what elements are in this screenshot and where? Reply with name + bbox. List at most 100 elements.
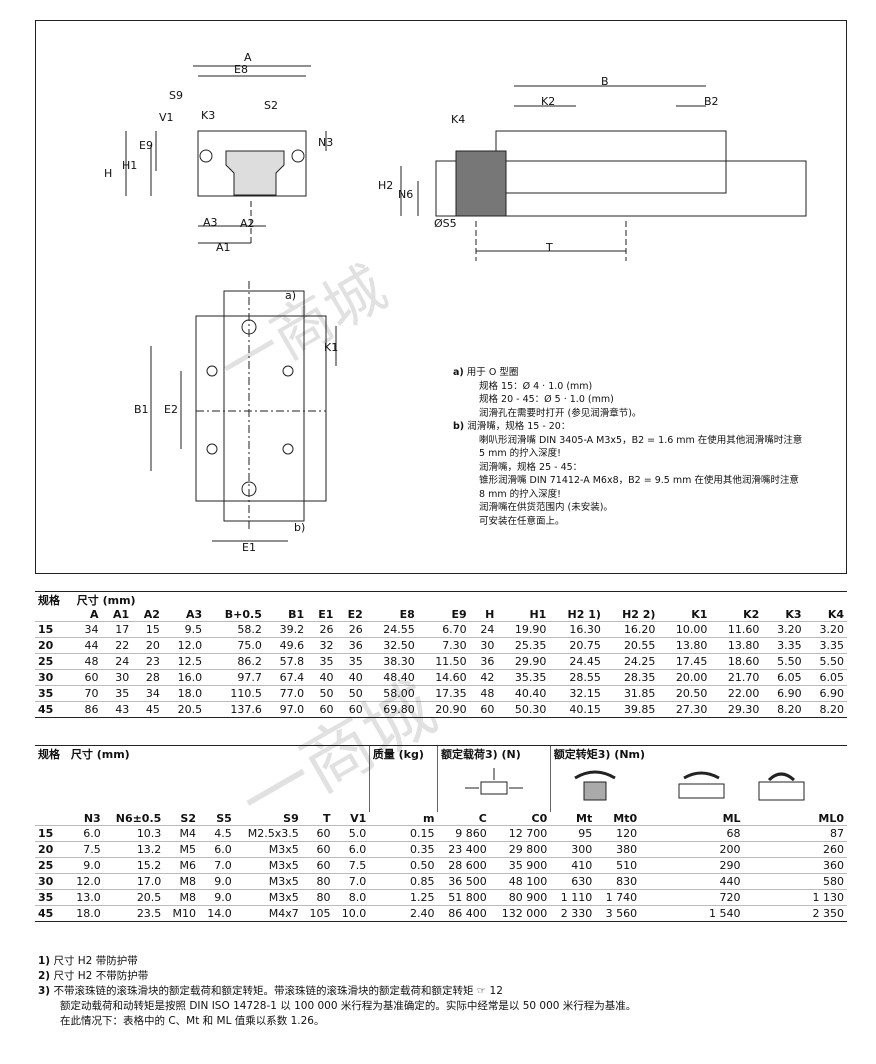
table2-header: 规格 尺寸 (mm) 质量 (kg) 额定载荷3) (N) 额定转矩3) (Nm…: [35, 745, 847, 762]
table-cell: 25: [35, 653, 74, 670]
table-cell: 60: [301, 825, 334, 842]
note-line: 规格 15：Ø 4 · 1.0 (mm): [479, 380, 593, 392]
label-K1: K1: [324, 341, 338, 354]
table-cell: 49.6: [264, 637, 308, 654]
table-cell: 20.5: [162, 701, 206, 718]
table-cell: 6.90: [804, 685, 847, 702]
table-cell: 110.5: [205, 685, 265, 702]
table-cell: 35.35: [497, 669, 550, 686]
table-cell: 28 600: [437, 857, 490, 874]
table-cell: 51 800: [437, 889, 490, 906]
table-cell: 17.0: [103, 873, 165, 890]
column-header: K4: [827, 608, 844, 621]
column-header: S2: [180, 812, 196, 825]
label-A1: A1: [216, 241, 231, 254]
table-cell: 11.50: [417, 653, 470, 670]
table-cell: 5.50: [804, 653, 847, 670]
column-header: V1: [350, 812, 367, 825]
column-header: E1: [318, 608, 334, 621]
table-cell: 32.15: [549, 685, 604, 702]
table-cell: 12.5: [162, 653, 206, 670]
footnote-3-line2: 额定动载荷和动转矩是按照 DIN ISO 14728-1 以 100 000 米…: [60, 1000, 637, 1012]
label-T: T: [545, 241, 553, 254]
table-cell: 20: [132, 637, 163, 654]
table-cell: 9.0: [198, 889, 235, 906]
column-header: N3: [83, 812, 101, 825]
table-cell: 20.5: [103, 889, 165, 906]
table-cell: 0.15: [369, 825, 438, 842]
table-cell: 6.05: [762, 669, 805, 686]
table-cell: 4.5: [198, 825, 235, 842]
column-header: A2: [143, 608, 160, 621]
table-cell: 200: [640, 841, 744, 858]
label-K2: K2: [541, 95, 555, 108]
note-line: 润滑嘴，规格 25 - 45：: [479, 461, 583, 473]
table-cell: 6.0: [198, 841, 235, 858]
table-cell: 16.30: [549, 621, 604, 638]
label-K3: K3: [201, 109, 215, 122]
table-cell: 86: [73, 701, 102, 718]
label-E8: E8: [234, 63, 248, 76]
torque-header: 额定转矩3) (Nm): [549, 745, 847, 762]
note-line: a) 用于 O 型圈: [453, 367, 519, 378]
table-cell: 42: [469, 669, 498, 686]
table-cell: 39.85: [603, 701, 659, 718]
table-cell: 9 860: [437, 825, 490, 842]
table-cell: M4x7: [234, 905, 302, 922]
table-cell: 29 800: [489, 841, 551, 858]
table-cell: 137.6: [205, 701, 265, 718]
table-cell: 6.05: [804, 669, 847, 686]
table-cell: 0.50: [369, 857, 438, 874]
table-cell: 44: [73, 637, 102, 654]
front-view-rail: [225, 150, 285, 196]
table-cell: 2 350: [743, 905, 847, 922]
column-header: H2 2): [622, 608, 656, 621]
footnote-3: 3) 不带滚珠链的滚珠滑块的额定载荷和额定转矩。带滚珠链的滚珠滑块的额定载荷和额…: [38, 985, 503, 997]
table-cell: 28.35: [603, 669, 659, 686]
table-cell: 23 400: [437, 841, 490, 858]
table-cell: 3.20: [762, 621, 805, 638]
table-cell: 60: [336, 701, 366, 718]
table-cell: 15: [132, 621, 163, 638]
table-cell: 50: [307, 685, 337, 702]
table-cell: 18.60: [710, 653, 763, 670]
table-cell: 11.60: [710, 621, 763, 638]
table-cell: 1.25: [369, 889, 438, 906]
label-a: a): [285, 289, 296, 302]
table-cell: 70: [73, 685, 102, 702]
table-cell: 24: [101, 653, 133, 670]
table-cell: 5.50: [762, 653, 805, 670]
table-cell: 34: [73, 621, 102, 638]
table-cell: M5: [164, 841, 199, 858]
table-cell: 60: [469, 701, 498, 718]
table-cell: 7.0: [198, 857, 235, 874]
table-cell: 68: [640, 825, 744, 842]
side-view-rail: [435, 160, 807, 217]
table-cell: 60: [301, 857, 334, 874]
column-header: H1: [529, 608, 547, 621]
table-cell: 86 400: [437, 905, 490, 922]
table-cell: 17.35: [417, 685, 470, 702]
table-cell: 48: [73, 653, 102, 670]
table-cell: 630: [550, 873, 596, 890]
table-cell: 12.0: [162, 637, 206, 654]
table-cell: 2 330: [550, 905, 596, 922]
column-header: Mt0: [613, 812, 638, 825]
table-cell: 13.80: [658, 637, 711, 654]
label-S5: ØS5: [434, 217, 457, 230]
table-cell: 21.70: [710, 669, 763, 686]
table-cell: 410: [550, 857, 596, 874]
label-S9: S9: [169, 89, 183, 102]
table-cell: 57.8: [264, 653, 308, 670]
table-cell: 260: [743, 841, 847, 858]
column-header: K1: [691, 608, 708, 621]
column-header: S9: [283, 812, 299, 825]
table-cell: 36: [469, 653, 498, 670]
table-cell: 105: [301, 905, 334, 922]
table-cell: 12 700: [489, 825, 551, 842]
table-cell: 19.90: [497, 621, 550, 638]
table-cell: 14.60: [417, 669, 470, 686]
drawing-frame: A E8 S9 K3 S2 V1 E9 N3 H H1 A3 A2 A1 B K…: [35, 20, 847, 574]
